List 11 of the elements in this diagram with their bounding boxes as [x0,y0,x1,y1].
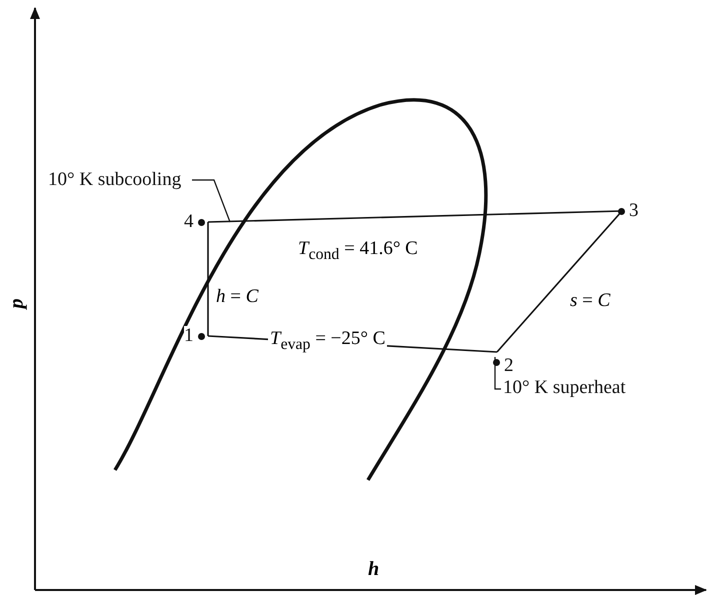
leader-line [192,179,231,222]
state-point: 4 [184,212,204,232]
leader-line [494,357,501,390]
state-point: 2 [493,348,514,376]
axis-label: p [6,298,28,308]
annotation-text: 10° K superheat [503,378,626,398]
state-point: 1 [184,326,204,346]
state-point: 3 [618,201,638,221]
process-line [207,222,209,336]
axis-label: h [368,558,380,581]
annotation-text: 10° K subcooling [48,170,182,190]
